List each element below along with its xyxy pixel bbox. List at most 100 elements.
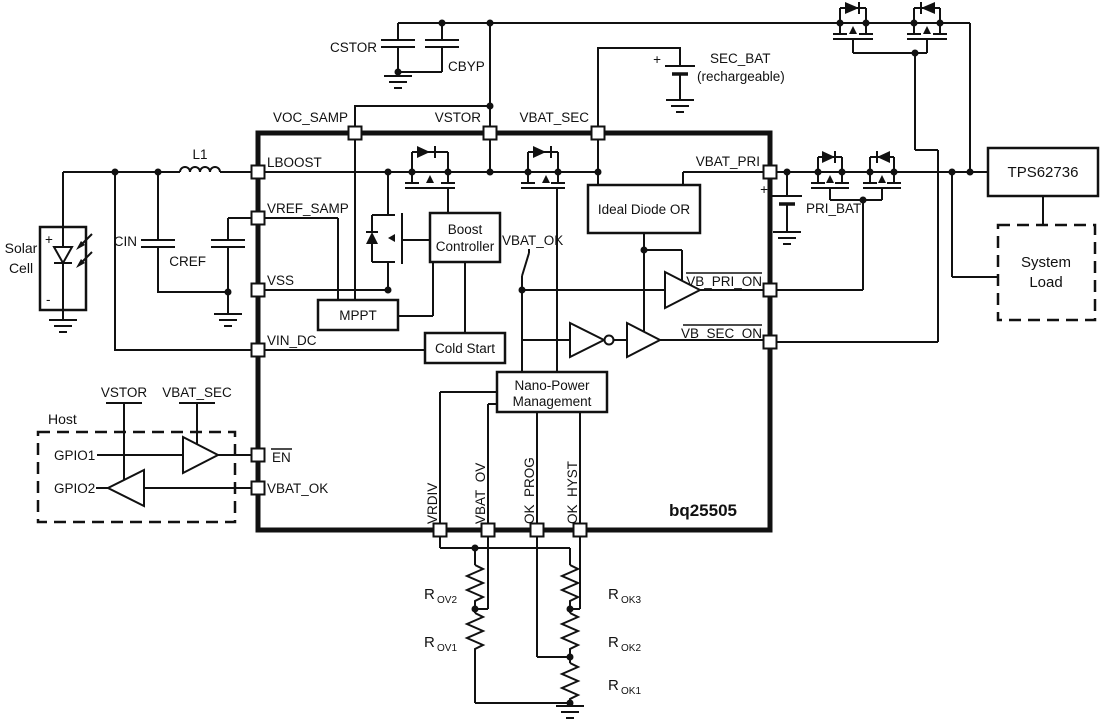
gpio2-buffer-icon [105,468,145,508]
pin-label-vb-pri-on: VB_PRI_ON [686,274,762,289]
diode-icon [366,232,378,244]
host-dashed-outline [36,430,237,524]
inverter-bubble-icon [603,334,615,346]
rok3-label: R [608,586,619,603]
junction-dots [111,19,974,707]
resistor-rov1 [464,612,486,653]
photodiode-icon [52,246,74,266]
cold-start-label: Cold Start [435,341,495,356]
sec-bat-plus-sign: + [653,52,661,67]
internal-fet-glyphs [366,146,550,244]
overline-marks [271,272,762,450]
rov1-label: R [424,634,435,651]
sec-bat-label: SEC_BAT [710,51,771,66]
light-arrow-icon [76,259,85,268]
inductor-l1-coil [179,166,221,173]
sec-bat-note: (rechargeable) [697,69,785,84]
rok1-label: R [608,677,619,694]
pin-label-voc-samp: VOC_SAMP [273,110,348,125]
pin-label-vbat-ov: VBAT_OV [473,463,488,524]
pin-en [250,447,266,463]
pin-label-vb-sec-on: VB_SEC_ON [681,326,762,341]
host-vstor-rail-label: VSTOR [101,385,148,400]
ic-internal-wiring [265,53,939,523]
pin-vstor [482,125,498,141]
pin-label-vbat-pri: VBAT_PRI [696,154,760,169]
solar-cell-label-2: Cell [9,260,33,276]
system-load-block [996,223,1097,322]
ground-icon [49,319,77,333]
resistor-rok2 [559,612,581,653]
fet-arrow-icon [542,175,550,183]
pin-label-vstor: VSTOR [435,110,482,125]
pin-lboost [250,164,266,180]
pin-vbat-ov [480,522,496,538]
pin-label-vin-dc: VIN_DC [267,333,317,348]
pin-ok-prog [529,522,545,538]
diode-icon [877,151,890,163]
nano-power-label-1: Nano-Power [514,378,590,393]
host-block [36,402,251,524]
fet-arrow-icon [426,175,434,183]
pin-vb-sec-on [762,334,778,350]
diode-icon [822,151,835,163]
pin-vbat-pri [762,164,778,180]
pin-vss [250,282,266,298]
ic-part-number: bq25505 [669,501,737,520]
pin-vin-dc [250,342,266,358]
function-blocks [316,146,1100,414]
rov2-sub: OV2 [437,595,457,606]
pin-vref-samp [250,210,266,226]
resistor-rok3 [559,564,581,605]
vb-sec-on-buffer-icon [626,321,663,359]
fet-arrow-icon [878,175,886,183]
right-external-wiring [772,2,1044,291]
boost-controller-label-2: Controller [436,239,495,254]
mppt-label: MPPT [339,308,377,323]
boost-controller-label-1: Boost [448,222,483,237]
fet-arrow-icon [826,175,834,183]
l1-label: L1 [192,147,207,162]
host-title: Host [48,411,77,427]
labels: VOC_SAMP VSTOR VBAT_SEC LBOOST VREF_SAMP… [5,40,1079,697]
pin-label-lboost: LBOOST [267,155,322,170]
fet-arrow-icon [388,234,395,242]
nano-power-label-2: Management [513,394,592,409]
pin-label-vbat-ok: VBAT_OK [267,481,328,496]
gpio2-label: GPIO2 [54,481,95,496]
cref-label: CREF [169,254,206,269]
host-vbat-sec-rail-label: VBAT_SEC [162,385,232,400]
rov1-sub: OV1 [437,643,457,654]
cbyp-label: CBYP [448,59,485,74]
rok2-label: R [608,634,619,651]
gpio1-buffer-icon [182,435,221,475]
tps62736-block [986,146,1100,198]
pin-label-vbat-sec: VBAT_SEC [519,110,589,125]
cstor-label: CSTOR [330,40,377,55]
vb-pri-on-buffer-icon [664,270,703,310]
system-load-label-2: Load [1029,274,1062,291]
left-external-wiring [62,166,251,351]
pin-vbat-ok [250,480,266,496]
ideal-diode-or-block [586,183,702,235]
pin-label-ok-hyst: OK_HYST [565,461,580,524]
diode-icon [417,146,430,158]
fet-arrow-icon [923,26,931,34]
rok2-sub: OK2 [621,643,641,654]
pin-vbat-sec [590,125,606,141]
pin-vb-pri-on [762,282,778,298]
pin-vrdiv [432,522,448,538]
pin-voc-samp [347,125,363,141]
pri-bat-plus-sign: + [760,182,768,197]
boost-controller-block [428,211,502,264]
vbat-ok-switch-label: VBAT_OK [502,233,563,248]
gpio1-label: GPIO1 [54,448,95,463]
inverter-icon [569,321,607,359]
light-arrow-icon [76,241,85,250]
solar-plus-sign: + [45,232,53,247]
ideal-diode-or-label: Ideal Diode OR [598,202,691,217]
ground-icon [214,313,242,327]
cold-start-block [423,331,507,365]
solar-cell-label-1: Solar [5,240,38,256]
